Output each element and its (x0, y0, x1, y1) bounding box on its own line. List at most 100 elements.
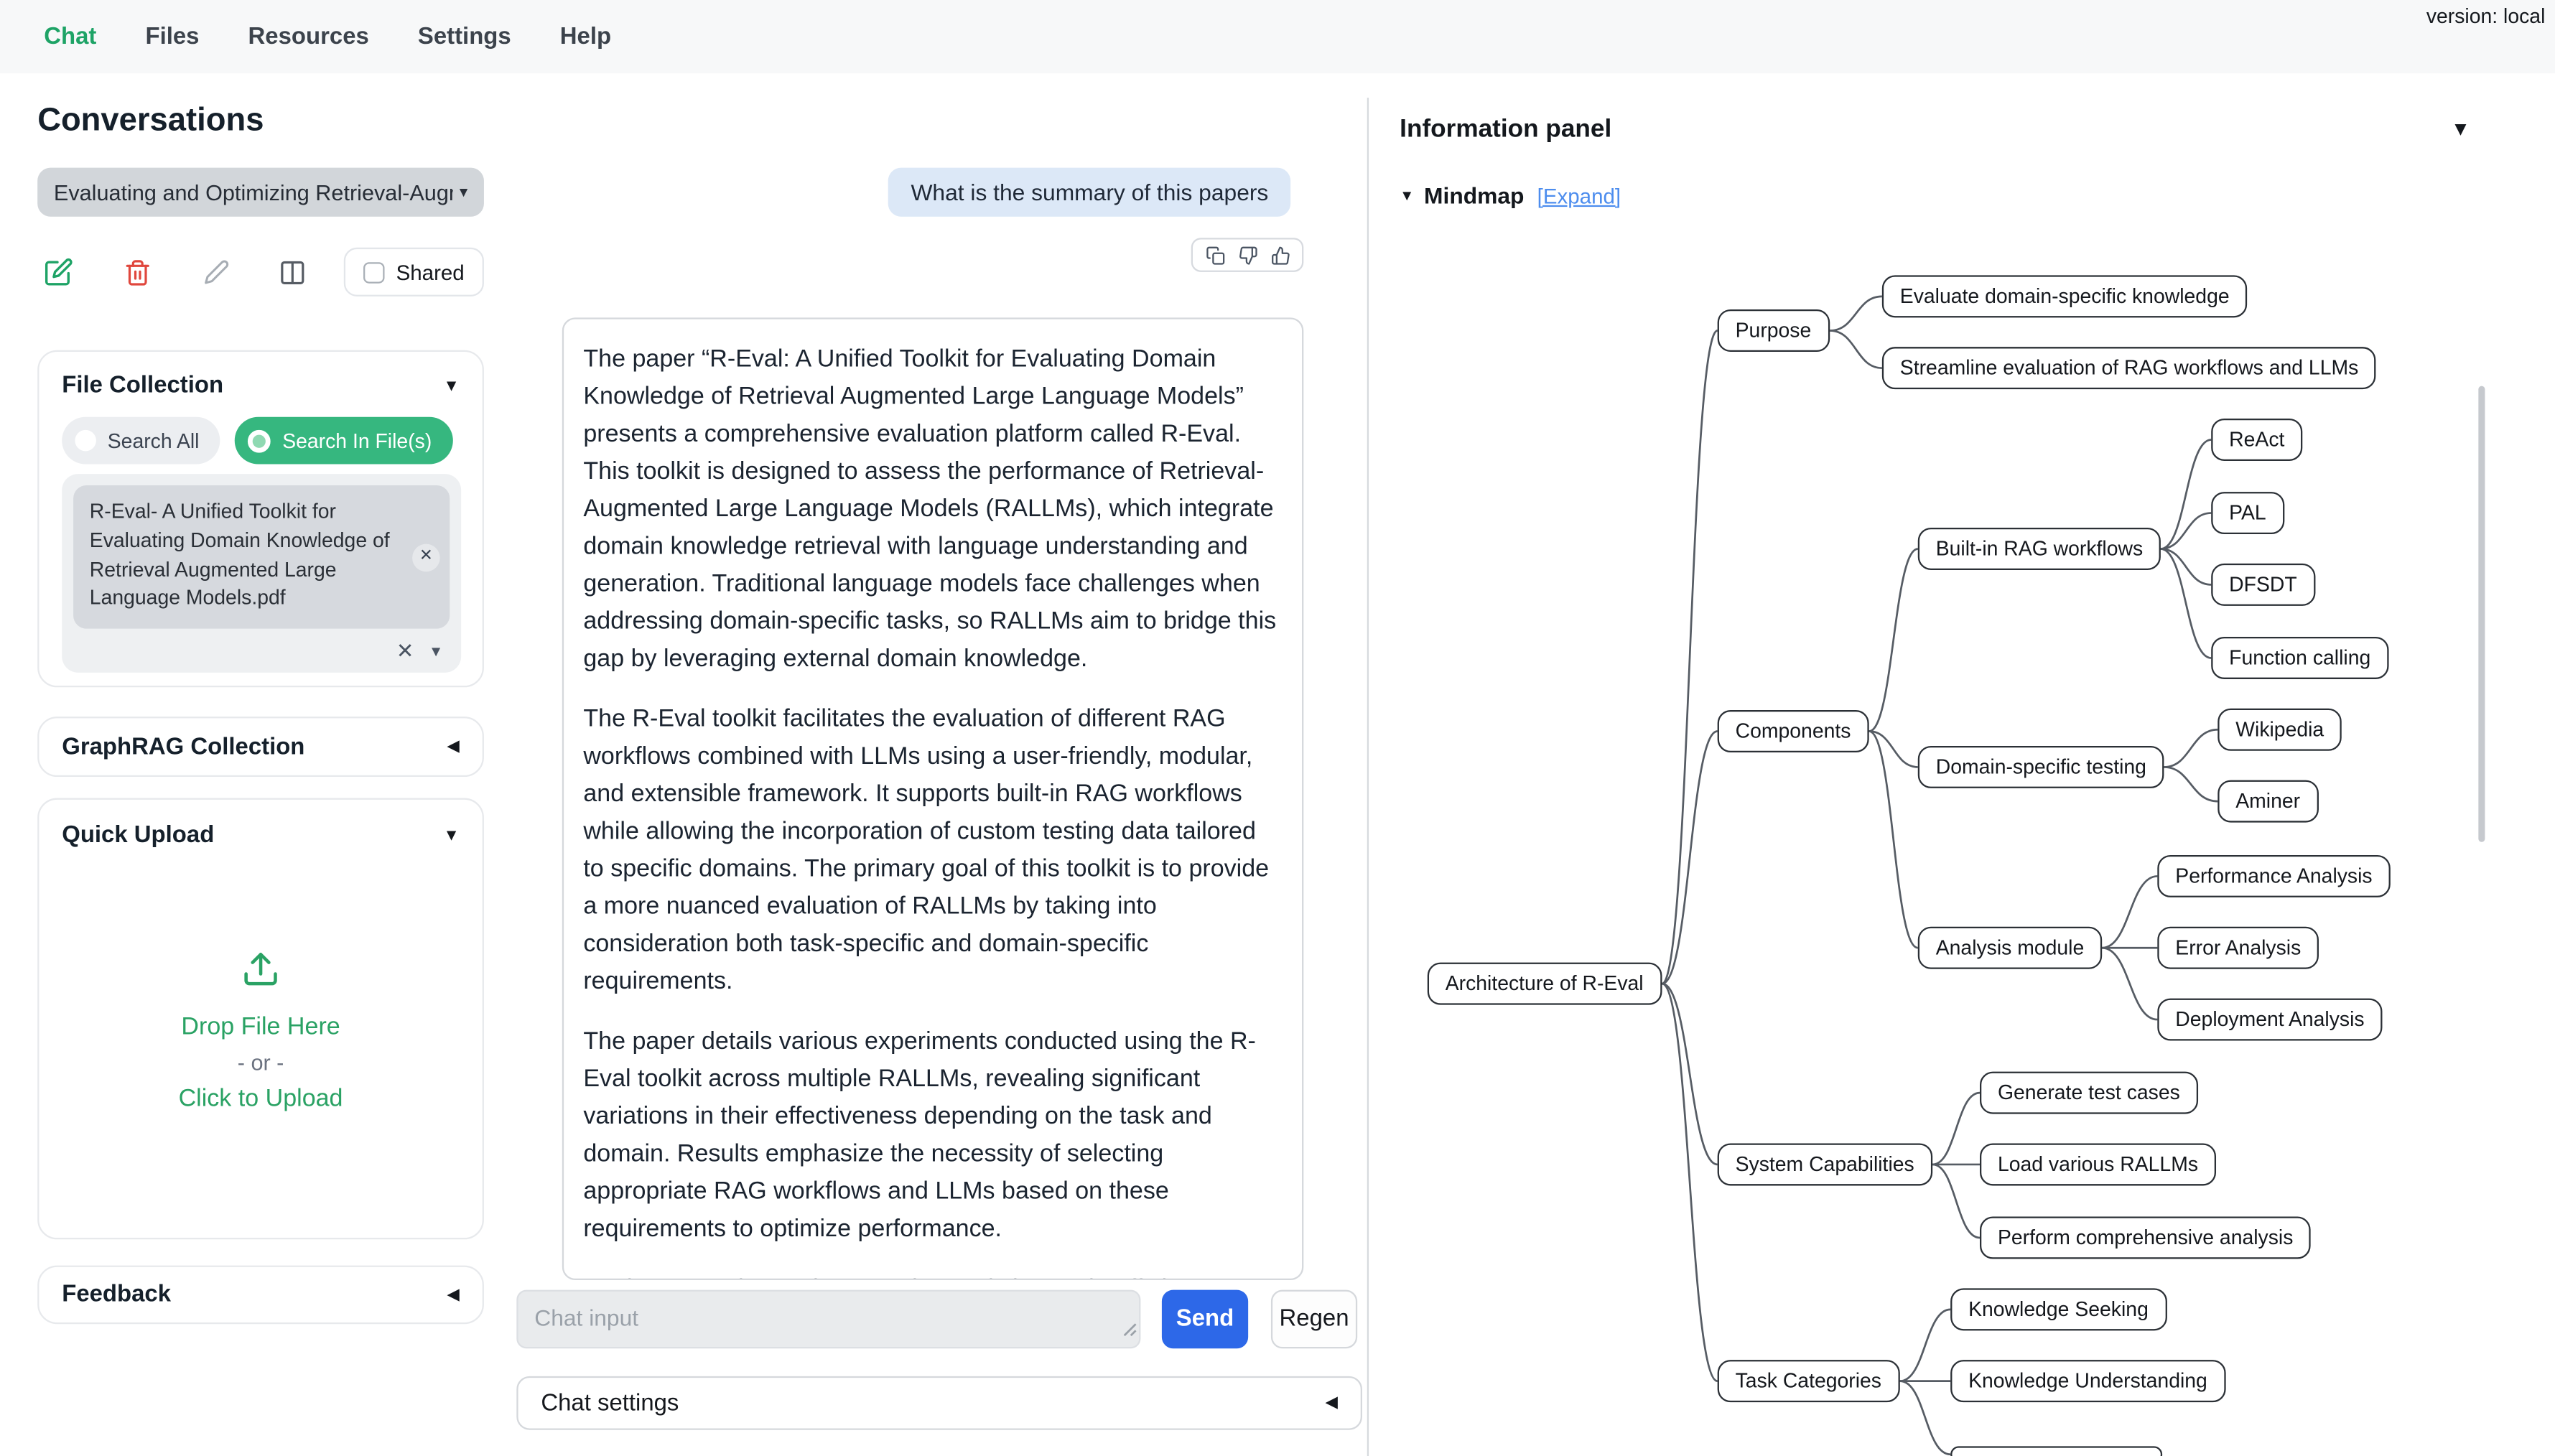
search-in-files-label: Search In File(s) (282, 429, 432, 452)
mindmap-node-birw[interactable]: Built-in RAG workflows (1917, 527, 2161, 570)
mindmap-node-dep[interactable]: Deployment Analysis (2157, 998, 2383, 1041)
collapse-info-panel-icon[interactable]: ▼ (2451, 117, 2471, 141)
shared-toggle[interactable]: Shared (343, 247, 484, 297)
mindmap-node-perf[interactable]: Performance Analysis (2157, 854, 2391, 897)
upload-icon (240, 950, 282, 997)
selected-file-chip[interactable]: R-Eval- A Unified Toolkit for Evaluating… (73, 485, 450, 629)
send-button[interactable]: Send (1161, 1289, 1249, 1349)
nav-chat[interactable]: Chat (44, 23, 97, 50)
search-all-button[interactable]: Search All (62, 416, 220, 465)
delete-conversation-icon[interactable] (124, 258, 152, 286)
conversation-item[interactable]: Evaluating and Optimizing Retrieval-Augm… (37, 167, 484, 217)
info-panel-title: Information panel (1400, 116, 1612, 144)
mindmap-node-pca[interactable]: Perform comprehensive analysis (1979, 1216, 2312, 1259)
mindmap-edge (1868, 730, 1919, 949)
mindmap-node-purpose[interactable]: Purpose (1717, 309, 1830, 352)
thumbs-down-icon[interactable] (1237, 245, 1257, 264)
mindmap-node-p1[interactable]: Evaluate domain-specific knowledge (1881, 275, 2248, 318)
mindmap-edge (2164, 766, 2218, 803)
search-all-label: Search All (107, 429, 200, 452)
chat-settings-bar[interactable]: Chat settings ◀ (516, 1376, 1362, 1430)
mindmap-node-taskcat[interactable]: Task Categories (1717, 1360, 1899, 1403)
file-collection-section: File Collection ▼ Search All Search In F… (37, 350, 484, 688)
drop-file-label: Drop File Here (181, 1012, 340, 1041)
collapse-quick-upload-icon[interactable]: ▼ (443, 826, 460, 845)
expand-chat-settings-icon[interactable]: ◀ (1325, 1394, 1338, 1412)
mindmap-node-gtc[interactable]: Generate test cases (1979, 1071, 2198, 1114)
quick-upload-title: Quick Upload (62, 822, 215, 849)
remove-file-icon[interactable]: ✕ (412, 543, 440, 572)
panel-scrollbar[interactable] (2478, 386, 2485, 842)
assistant-paragraph: The R-Eval toolkit facilitates the evalu… (583, 705, 1270, 996)
file-dropzone[interactable]: Drop File Here - or - Click to Upload (39, 950, 482, 1113)
mindmap-node-partial[interactable] (1950, 1446, 2163, 1456)
mindmap-node-aminer[interactable]: Aminer (2217, 780, 2319, 823)
mindmap-node-components[interactable]: Components (1717, 710, 1869, 753)
mindmap-node-lvr[interactable]: Load various RALLMs (1979, 1143, 2216, 1186)
search-scope-toggle: Search All Search In File(s) (39, 407, 482, 465)
file-dropdown-icon[interactable]: ▼ (428, 643, 444, 660)
mindmap-edge (1932, 1091, 1981, 1166)
chevron-down-icon: ▾ (459, 183, 468, 202)
mindmap-node-dst[interactable]: Domain-specific testing (1917, 745, 2164, 788)
mindmap-edge (2164, 728, 2218, 768)
mindmap-node-err[interactable]: Error Analysis (2157, 926, 2319, 969)
shared-checkbox[interactable] (363, 261, 385, 283)
mindmap-edge (1868, 730, 1918, 768)
mindmap-node-p2[interactable]: Streamline evaluation of RAG workflows a… (1881, 347, 2377, 390)
split-view-icon[interactable] (279, 258, 307, 286)
version-label: version: local (2426, 4, 2546, 28)
nav-menu: Chat Files Resources Settings Help (0, 0, 2555, 73)
mindmap-expand-link[interactable]: [Expand] (1537, 183, 1621, 208)
message-toolbar (1191, 238, 1304, 272)
new-conversation-icon[interactable] (44, 257, 73, 286)
collapse-file-collection-icon[interactable]: ▼ (443, 377, 460, 396)
assistant-paragraph: The paper details various experiments co… (583, 1027, 1256, 1243)
mindmap-node-fc[interactable]: Function calling (2211, 636, 2389, 679)
nav-help[interactable]: Help (559, 23, 612, 50)
resize-handle-icon[interactable] (1122, 1316, 1137, 1345)
mindmap-node-dfsdt[interactable]: DFSDT (2211, 563, 2315, 606)
nav-settings[interactable]: Settings (417, 23, 511, 50)
clear-files-icon[interactable]: ✕ (396, 638, 414, 663)
chat-input[interactable] (516, 1289, 1141, 1349)
mindmap-node-ks[interactable]: Knowledge Seeking (1950, 1288, 2167, 1331)
assistant-paragraph: Furthermore, the study recognizes existi… (583, 1270, 1282, 1279)
assistant-message: The paper “R-Eval: A Unified Toolkit for… (562, 317, 1304, 1281)
mindmap-node-syscap[interactable]: System Capabilities (1717, 1143, 1932, 1186)
nav-files[interactable]: Files (145, 23, 200, 50)
click-to-upload-link[interactable]: Click to Upload (178, 1084, 343, 1113)
mindmap-node-pal[interactable]: PAL (2211, 492, 2284, 535)
mindmap-collapse-icon[interactable]: ▼ (1400, 187, 1415, 204)
nav-resources[interactable]: Resources (248, 23, 369, 50)
conversation-actions: Shared (37, 247, 484, 297)
mindmap-node-wiki[interactable]: Wikipedia (2217, 708, 2342, 751)
mindmap-node-am[interactable]: Analysis module (1917, 926, 2103, 969)
mindmap-label: Mindmap (1424, 182, 1525, 209)
mindmap-edge (1661, 330, 1718, 985)
mindmap-edge (2160, 548, 2212, 659)
search-in-files-button[interactable]: Search In File(s) (235, 416, 453, 465)
mindmap-node-react[interactable]: ReAct (2211, 418, 2303, 461)
graphrag-title: GraphRAG Collection (62, 733, 305, 760)
file-box-controls: ✕ ▼ (396, 638, 443, 664)
user-message-bubble: What is the summary of this papers (888, 167, 1292, 217)
graphrag-section: GraphRAG Collection ◀ (37, 717, 484, 778)
rename-conversation-icon[interactable] (204, 259, 230, 285)
expand-feedback-icon[interactable]: ◀ (447, 1285, 460, 1304)
file-collection-title: File Collection (62, 373, 224, 399)
thumbs-up-icon[interactable] (1270, 245, 1290, 264)
copy-icon[interactable] (1205, 245, 1224, 264)
mindmap-node-ku[interactable]: Knowledge Understanding (1950, 1360, 2225, 1403)
regen-button[interactable]: Regen (1270, 1289, 1358, 1349)
mindmap-node-root[interactable]: Architecture of R-Eval (1427, 962, 1662, 1005)
shared-label: Shared (396, 259, 465, 284)
expand-graphrag-icon[interactable]: ◀ (447, 737, 460, 756)
sidebar: Conversations Evaluating and Optimizing … (37, 73, 484, 1456)
user-message-text: What is the summary of this papers (911, 179, 1269, 205)
mindmap-header: ▼ Mindmap [Expand] (1400, 182, 1621, 208)
mindmap-edge (2102, 875, 2158, 949)
mindmap-canvas: Architecture of R-Eval Purpose Evaluate do… (1369, 98, 2555, 1456)
mindmap-edge (1899, 1308, 1951, 1383)
